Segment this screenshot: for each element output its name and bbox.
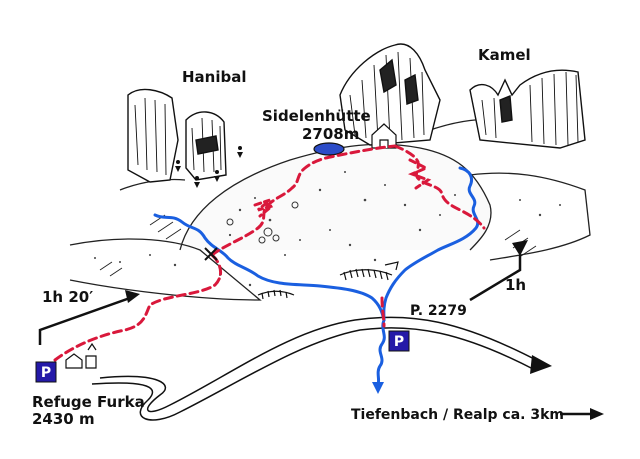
terrain	[69, 118, 591, 301]
label-kamel: Kamel	[478, 46, 531, 64]
label-refuge-name: Refuge Furka	[32, 393, 145, 411]
refuge-buildings	[65, 342, 97, 369]
rock-hanibal	[127, 88, 227, 183]
label-time-right: 1h	[505, 276, 526, 294]
marsh-marks	[257, 261, 399, 300]
road-arrow-icon	[530, 355, 552, 374]
rock-kamel	[469, 69, 586, 149]
label-destination: Tiefenbach / Realp ca. 3km	[351, 407, 564, 423]
svg-text:P: P	[41, 365, 51, 381]
stream-arrow-icon	[372, 382, 384, 394]
svg-text:P: P	[394, 334, 404, 350]
hiking-trail	[53, 144, 486, 362]
rock-clusters	[226, 201, 299, 244]
rock-main-massif	[339, 43, 441, 146]
trail-switchbacks	[253, 158, 432, 218]
arrow-icon	[38, 255, 592, 416]
parking-icon: P	[35, 361, 57, 383]
arrow-heads	[125, 240, 604, 420]
label-refuge-altitude: 2430 m	[32, 410, 95, 428]
road	[91, 316, 541, 421]
stream	[153, 166, 480, 386]
climber-figures	[175, 146, 243, 188]
label-point: P. 2279	[410, 303, 467, 319]
junction-marker-icon	[204, 247, 218, 261]
lake-icon	[313, 142, 345, 156]
label-hanibal: Hanibal	[182, 68, 247, 86]
label-hut-altitude: 2708m	[302, 125, 359, 143]
label-time-left: 1h 20′	[42, 288, 93, 306]
parking-icon: P	[388, 330, 410, 352]
label-hut-name: Sidelenhütte	[262, 107, 371, 125]
hut-icon	[371, 123, 397, 149]
